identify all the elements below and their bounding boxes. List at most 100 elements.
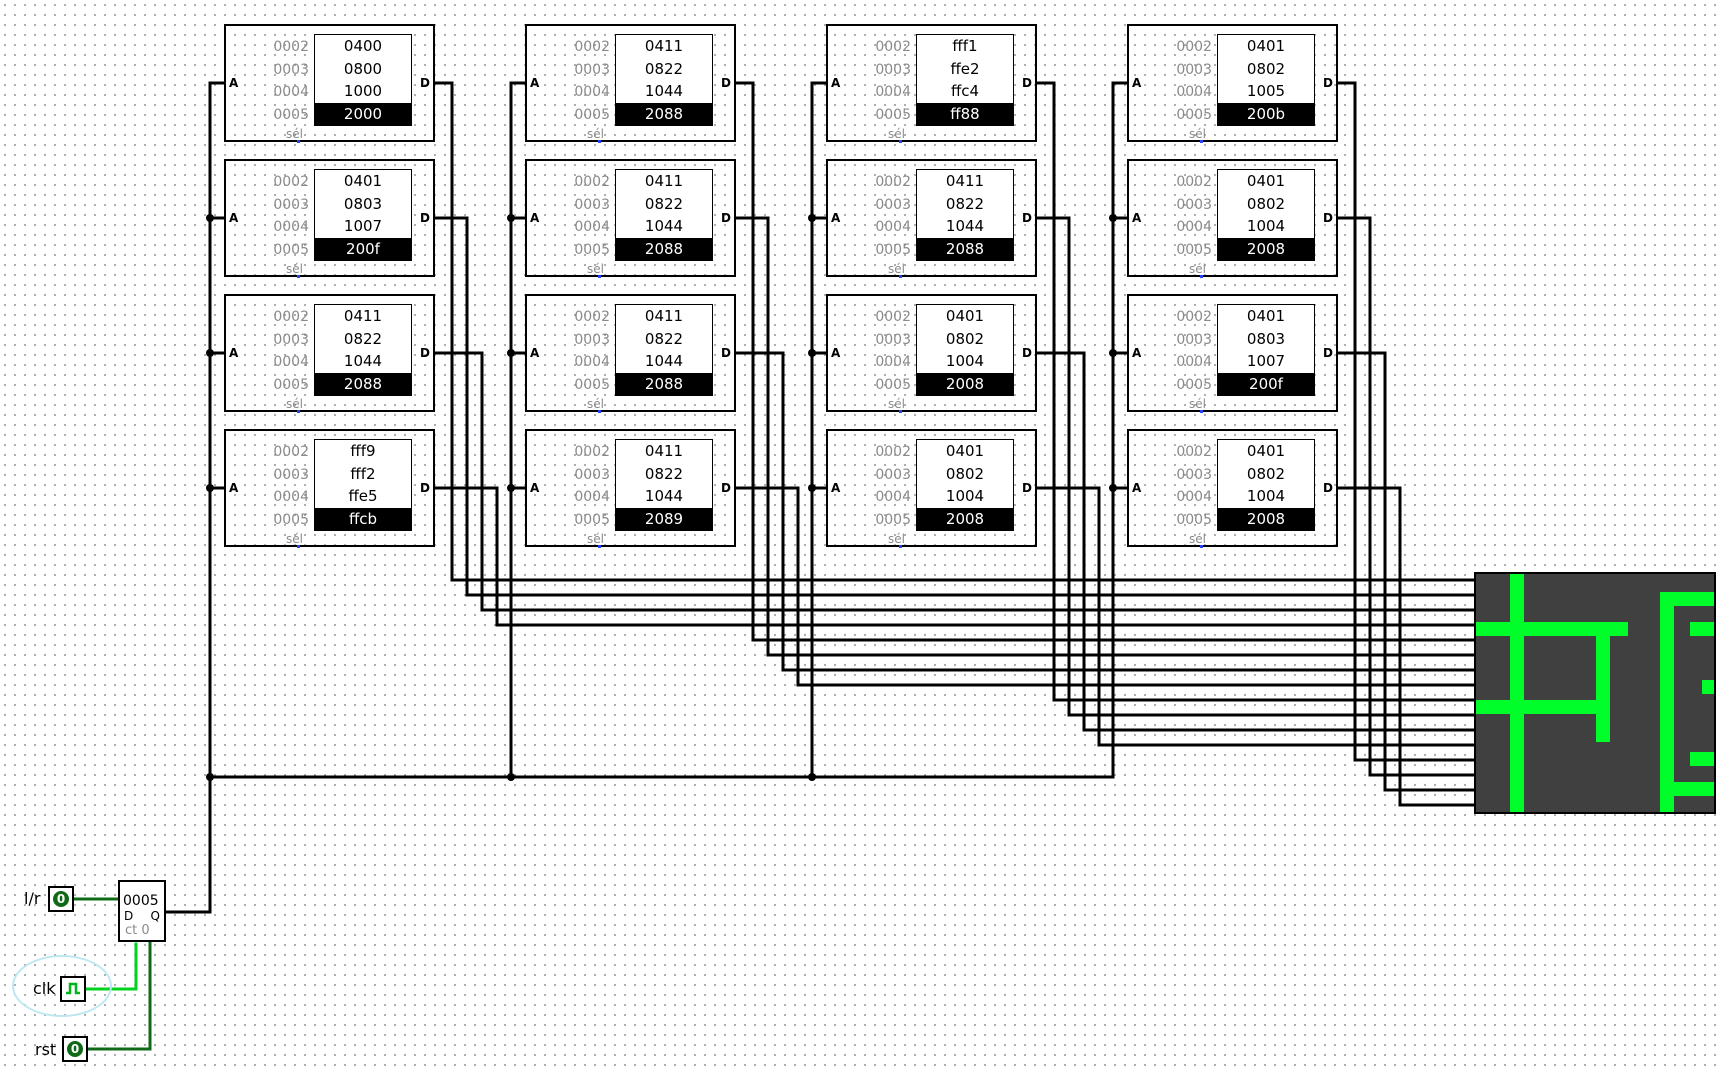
rom-value-selected: 2000 xyxy=(315,102,411,125)
rom-address: 0004 xyxy=(1176,489,1212,505)
rom-value-selected: 200f xyxy=(1218,372,1314,395)
counter-d-pin: D xyxy=(124,909,134,923)
rom-select-pin: sél xyxy=(587,262,604,276)
rom-address: 0004 xyxy=(574,489,610,505)
rom-address: 0002 xyxy=(1176,444,1212,460)
rom-address: 0004 xyxy=(273,84,309,100)
rom-address: 0003 xyxy=(574,61,610,78)
rom-value: 1004 xyxy=(1246,217,1286,235)
rom-data-pin: D xyxy=(1323,211,1333,225)
rom-value: 0400 xyxy=(343,37,383,55)
rom-data-pin: D xyxy=(420,346,430,360)
rom-select-connector xyxy=(297,140,300,143)
rom-value-selected: 2088 xyxy=(917,237,1013,260)
rom-value: 0822 xyxy=(644,329,684,348)
rom-value: 0411 xyxy=(945,172,985,190)
wire-junction xyxy=(507,484,515,492)
rom-address: 0004 xyxy=(273,354,309,370)
rom-address: 0005 xyxy=(875,241,911,258)
rom-address-pin: A xyxy=(831,346,841,360)
counter[interactable]: 0005 D Q ct 0 xyxy=(118,880,166,942)
data-wire xyxy=(734,81,1476,642)
rom-select-connector xyxy=(899,545,902,548)
rom-value: 0401 xyxy=(1246,442,1286,460)
wire-junction xyxy=(1109,349,1117,357)
rom-data-pin: D xyxy=(1323,481,1333,495)
rom-address: 0004 xyxy=(273,219,309,235)
address-bus xyxy=(509,81,527,779)
rom-value: 1004 xyxy=(1246,487,1286,505)
rom-address-pin: A xyxy=(229,481,239,495)
data-wire xyxy=(1336,216,1476,777)
wire-junction xyxy=(507,349,515,357)
rom-address-pin: A xyxy=(229,211,239,225)
rom-address: 0003 xyxy=(875,61,911,78)
rst-label: rst xyxy=(35,1040,57,1059)
wire-junction xyxy=(808,484,816,492)
rom-address: 0005 xyxy=(273,376,309,393)
rom-data-pin: D xyxy=(420,76,430,90)
wire-junction xyxy=(206,214,214,222)
led-pixel-run xyxy=(1690,752,1714,766)
rom-select-pin: sél xyxy=(888,127,905,141)
led-pixel-run xyxy=(1476,700,1598,714)
rst-wire xyxy=(86,940,152,1051)
rom-value: 0822 xyxy=(343,329,383,348)
rom-value-selected: 2008 xyxy=(1218,507,1314,530)
rom-data-pin: D xyxy=(721,211,731,225)
rom-select-connector xyxy=(1200,545,1203,548)
led-pixel-run xyxy=(1660,592,1674,812)
rom-data-pin: D xyxy=(721,481,731,495)
rom-value: 1005 xyxy=(1246,82,1286,100)
rom-address: 0005 xyxy=(273,511,309,528)
lr-input-pin[interactable]: 0 xyxy=(48,886,74,912)
rom-data-pin: D xyxy=(420,211,430,225)
rom-address: 0004 xyxy=(1176,219,1212,235)
rom-select-pin: sél xyxy=(1189,532,1206,546)
rom-value: 0822 xyxy=(945,194,985,213)
rst-input-pin[interactable]: 0 xyxy=(62,1036,88,1062)
wire-junction xyxy=(808,349,816,357)
rom-address: 0002 xyxy=(574,39,610,55)
led-pixel-run xyxy=(1702,680,1714,694)
rom-address-pin: A xyxy=(1132,481,1142,495)
rom-address: 0004 xyxy=(875,489,911,505)
rom-value: 0802 xyxy=(945,464,985,483)
rom-value: ffe5 xyxy=(348,487,378,505)
rom-select-pin: sél xyxy=(1189,262,1206,276)
counter-value: 0005 xyxy=(123,893,159,909)
clk-input-pin[interactable] xyxy=(60,976,86,1002)
wire-junction xyxy=(1109,214,1117,222)
wire-junction xyxy=(206,484,214,492)
rom-address: 0004 xyxy=(574,84,610,100)
